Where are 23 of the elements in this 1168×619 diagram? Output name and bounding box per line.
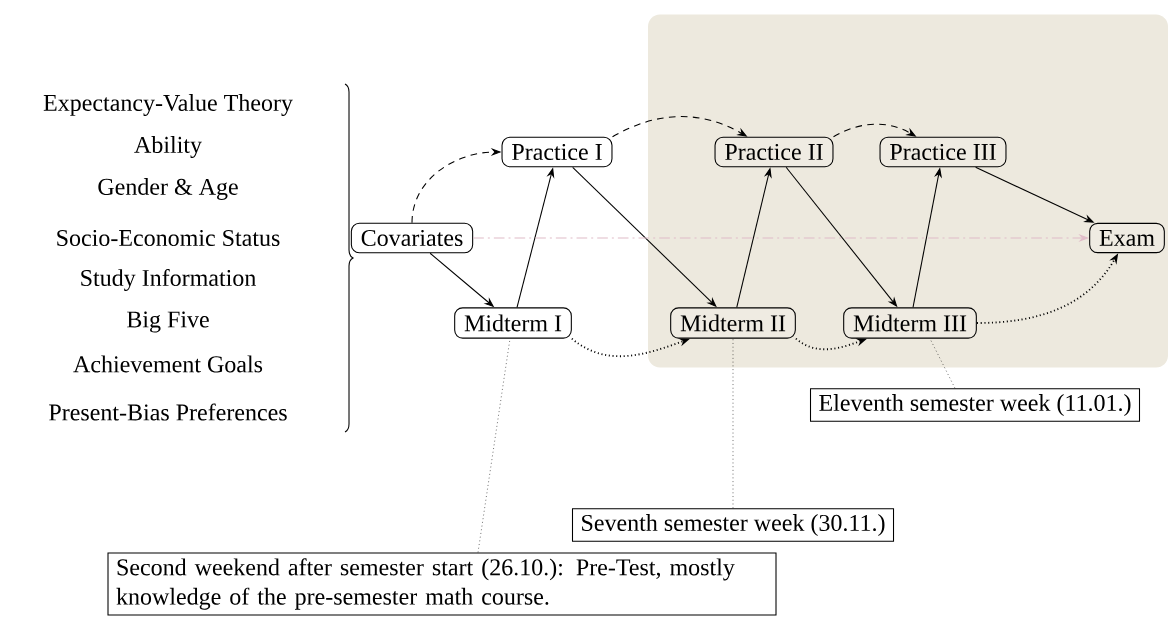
variable-box: Midterm III [843,307,977,339]
leader-line [732,338,734,509]
variable-box: Exam [1089,222,1165,254]
app-band [648,14,1168,368]
variable-box: Practice I [501,136,613,168]
covariate-label: Present-Bias Preferences [49,403,287,421]
covariate-label: Big Five [127,311,209,333]
covariate-label: Study Information [81,268,256,292]
leader-line [477,338,511,553]
variable-box: Covariates [350,222,474,254]
variable-box: Practice II [714,136,834,168]
note-box: Seventh semester week (30.11.) [571,508,895,542]
covariate-label: Gender & Age [98,178,238,200]
note-box: Eleventh semester week (11.01.) [809,388,1141,422]
variable-box: Practice III [879,136,1007,168]
note-box: Second weekend after semester start (26.10.): Pre-Test, mostly knowledge of the pre-semester math course. [107,552,777,616]
variable-box: Midterm II [670,307,796,339]
covariate-label: Socio-Economic Status [57,229,280,247]
covariate-label: Expectancy-Value Theory [43,94,293,116]
covariate-label: Ability [134,136,202,158]
covariate-label: Achievement Goals [73,355,263,373]
leader-line [929,338,956,389]
variable-box: Midterm I [454,307,572,339]
